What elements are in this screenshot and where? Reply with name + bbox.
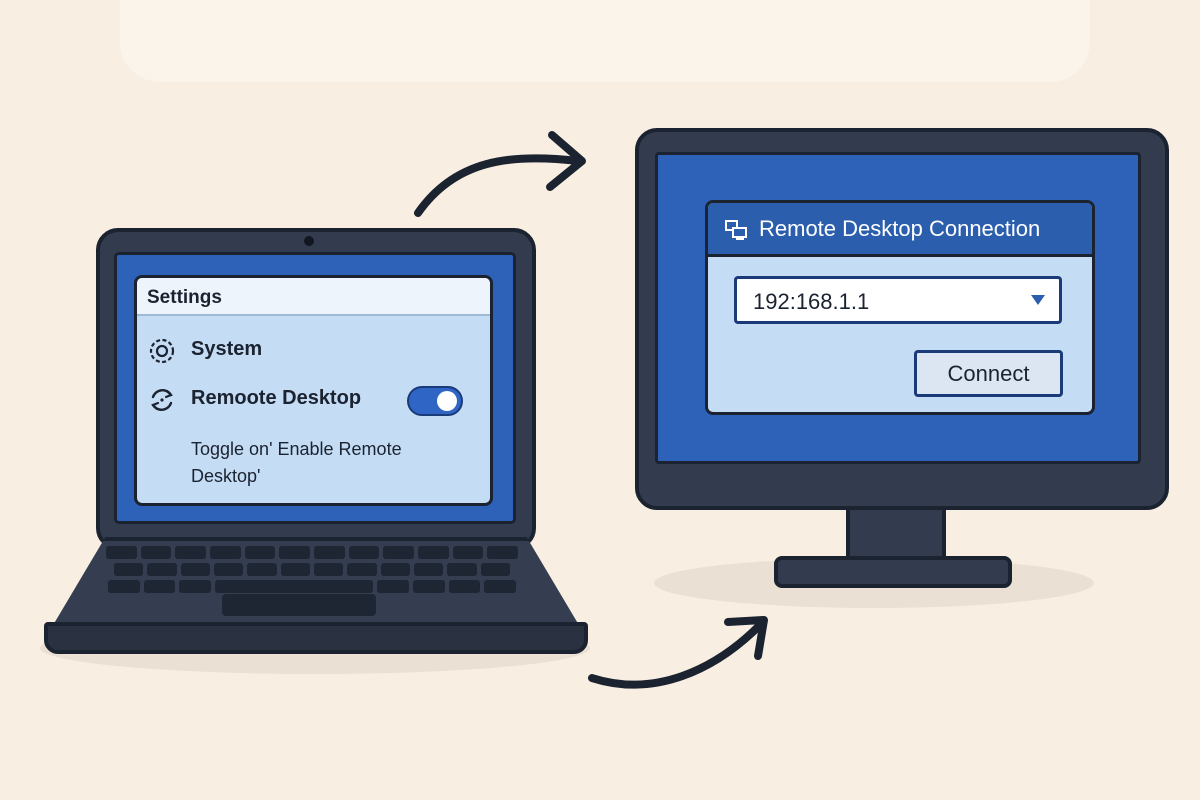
connect-button[interactable]: Connect <box>914 350 1063 397</box>
remote-desktop-dialog: Remote Desktop Connection 192:168.1.1 Co… <box>705 200 1095 415</box>
remote-desktop-toggle[interactable] <box>407 386 463 416</box>
toggle-knob <box>437 391 457 411</box>
arrow-top-icon <box>414 131 586 217</box>
sync-icon <box>151 389 173 411</box>
gear-icon <box>149 338 175 364</box>
dialog-title: Remote Desktop Connection <box>759 216 1041 241</box>
touchpad <box>222 594 376 616</box>
address-value: 192:168.1.1 <box>753 289 870 314</box>
dialog-titlebar: Remote Desktop Connection <box>708 203 1092 257</box>
settings-window: Settings System Remoote Desktop Toggle o… <box>134 275 493 506</box>
webcam <box>304 236 314 246</box>
settings-item-label: Remoote Desktop <box>191 387 362 409</box>
settings-item-remote-desktop: Remoote Desktop <box>147 382 480 422</box>
monitor-foot <box>774 556 1012 588</box>
laptop-front-edge <box>44 622 588 654</box>
helper-text: Toggle on' Enable Remote Desktop' <box>191 439 402 486</box>
computer-address-combobox[interactable]: 192:168.1.1 <box>734 276 1062 324</box>
arrow-bottom-icon <box>588 616 768 689</box>
keyboard <box>106 546 519 597</box>
settings-title: Settings <box>137 278 490 316</box>
settings-item-label: System <box>191 338 263 360</box>
remote-desktop-icon <box>725 220 747 240</box>
dropdown-arrow-icon[interactable] <box>1031 295 1045 305</box>
background-band <box>120 0 1090 82</box>
settings-item-system[interactable]: System <box>147 334 477 368</box>
